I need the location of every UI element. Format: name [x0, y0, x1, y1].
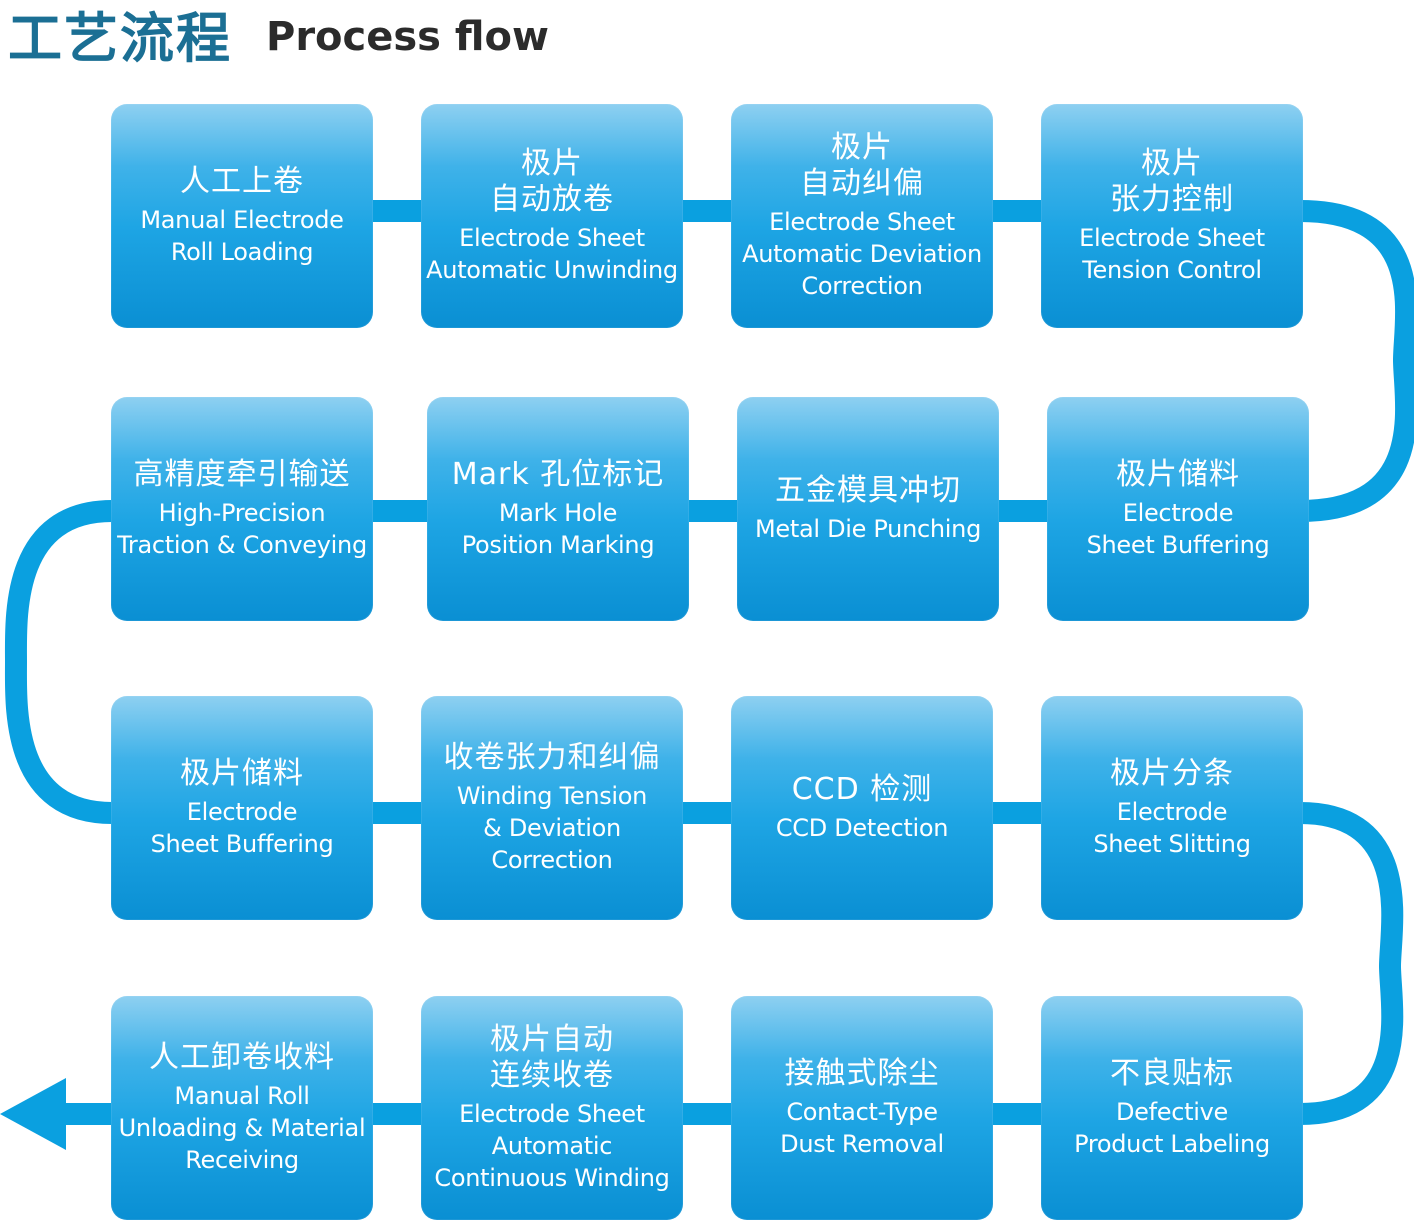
- step-label-en: Metal Die Punching: [754, 515, 982, 543]
- step-label-en: Winding Tension & Deviation Correction: [456, 782, 648, 874]
- step-label-en: Manual Roll Unloading & Material Receivi…: [118, 1082, 366, 1174]
- step-manual-unloading: 人工卸卷收料 Manual Roll Unloading & Material …: [111, 996, 373, 1220]
- output-arrow-icon: [0, 1078, 66, 1150]
- title-chinese: 工艺流程: [8, 7, 232, 70]
- step-label-zh: 人工上卷: [180, 164, 304, 199]
- step-mark-hole-marking: Mark 孔位标记 Mark Hole Position Marking: [427, 397, 689, 621]
- step-label-zh: 收卷张力和纠偏: [443, 740, 661, 775]
- step-label-en: Mark Hole Position Marking: [461, 499, 655, 559]
- step-tension-control: 极片 张力控制 Electrode Sheet Tension Control: [1041, 104, 1303, 328]
- step-label-en: Electrode Sheet Buffering: [1086, 499, 1270, 559]
- connector-turn-right-1: [1299, 200, 1414, 522]
- step-label-zh: 极片 自动放卷: [490, 146, 614, 217]
- connector-turn-right-2: [1299, 802, 1404, 1125]
- step-label-zh: 高精度牵引输送: [133, 457, 351, 492]
- step-automatic-deviation-correction: 极片 自动纠偏 Electrode Sheet Automatic Deviat…: [731, 104, 993, 328]
- step-label-zh: 极片储料: [180, 756, 304, 791]
- step-label-zh: CCD 检测: [791, 772, 933, 807]
- step-label-zh: 人工卸卷收料: [149, 1040, 335, 1075]
- step-label-en: Electrode Sheet Automatic Deviation Corr…: [742, 208, 982, 300]
- step-label-en: Electrode Sheet Tension Control: [1079, 224, 1265, 284]
- step-label-zh: 极片自动 连续收卷: [490, 1022, 614, 1093]
- step-label-zh: 极片储料: [1116, 457, 1240, 492]
- step-label-zh: 不良贴标: [1110, 1056, 1234, 1091]
- step-label-zh: 接触式除尘: [784, 1056, 940, 1091]
- step-label-en: Electrode Sheet Automatic Continuous Win…: [434, 1100, 670, 1192]
- step-label-en: Electrode Sheet Automatic Unwinding: [426, 224, 678, 284]
- title-english: Process flow: [266, 14, 549, 60]
- step-metal-die-punching: 五金模具冲切 Metal Die Punching: [737, 397, 999, 621]
- step-label-en: Manual Electrode Roll Loading: [140, 206, 344, 266]
- step-continuous-winding: 极片自动 连续收卷 Electrode Sheet Automatic Cont…: [421, 996, 683, 1220]
- step-label-zh: 五金模具冲切: [775, 473, 961, 508]
- step-label-en: Defective Product Labeling: [1074, 1098, 1270, 1158]
- step-label-zh: 极片分条: [1110, 756, 1234, 791]
- step-automatic-unwinding: 极片 自动放卷 Electrode Sheet Automatic Unwind…: [421, 104, 683, 328]
- step-label-en: High-Precision Traction & Conveying: [117, 499, 367, 559]
- step-label-zh: Mark 孔位标记: [451, 457, 665, 492]
- step-label-en: Contact-Type Dust Removal: [780, 1098, 944, 1158]
- step-traction-conveying: 高精度牵引输送 High-Precision Traction & Convey…: [111, 397, 373, 621]
- step-sheet-buffering-1: 极片储料 Electrode Sheet Buffering: [1047, 397, 1309, 621]
- step-label-en: CCD Detection: [775, 814, 949, 842]
- step-label-zh: 极片 张力控制: [1110, 146, 1234, 217]
- step-label-zh: 极片 自动纠偏: [800, 130, 924, 201]
- step-label-en: Electrode Sheet Slitting: [1093, 798, 1251, 858]
- step-sheet-buffering-2: 极片储料 Electrode Sheet Buffering: [111, 696, 373, 920]
- step-winding-tension-deviation: 收卷张力和纠偏 Winding Tension & Deviation Corr…: [421, 696, 683, 920]
- step-defective-labeling: 不良贴标 Defective Product Labeling: [1041, 996, 1303, 1220]
- step-sheet-slitting: 极片分条 Electrode Sheet Slitting: [1041, 696, 1303, 920]
- step-ccd-detection: CCD 检测 CCD Detection: [731, 696, 993, 920]
- step-manual-roll-loading: 人工上卷 Manual Electrode Roll Loading: [111, 104, 373, 328]
- step-dust-removal: 接触式除尘 Contact-Type Dust Removal: [731, 996, 993, 1220]
- step-label-en: Electrode Sheet Buffering: [150, 798, 334, 858]
- connector-turn-left: [4, 500, 113, 824]
